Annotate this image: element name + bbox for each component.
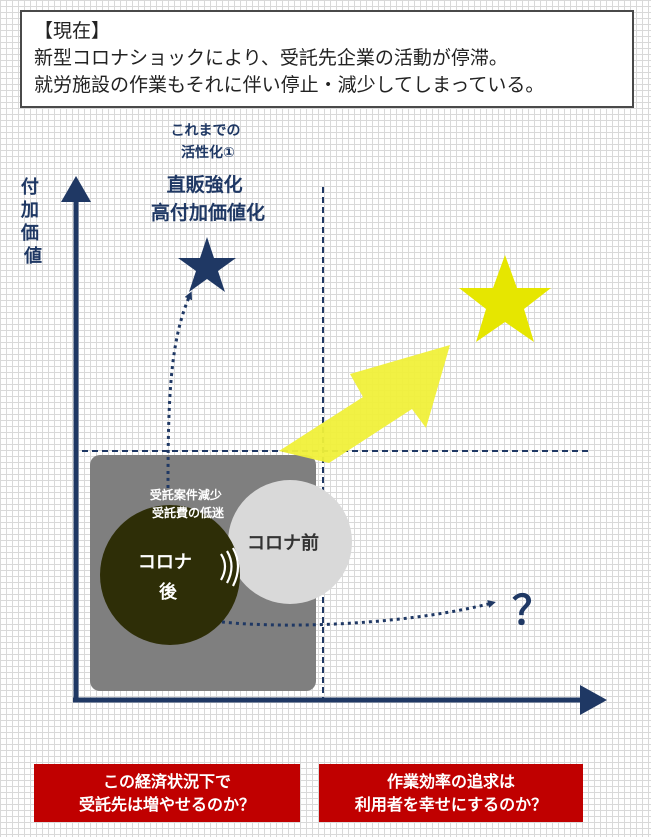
before-corona-circle [228,480,352,604]
shrink-arrow-icon [220,547,240,587]
drop-reason-label: 受託案件減少 受託費の低迷 [150,487,226,520]
growth-arrow [279,345,450,463]
question-box-2: 作業効率の追求は 利用者を幸せにするのか？ [319,764,583,822]
yellow-star-icon [459,255,551,342]
after-corona-label: コロナ 後 [138,552,198,603]
question-2-line-1: 作業効率の追求は [386,772,515,791]
x-axis-arrowhead-icon [580,685,607,715]
status-line-2: 就労施設の作業もそれに伴い停止・減少してしまっている。 [34,74,545,96]
dotted-arrow-up [166,291,193,489]
before-corona-label: コロナ前 [247,532,319,554]
past-effort-title: 直販強化 高付加価値化 [151,173,265,224]
question-1-line-2: 受託先は増やせるのか？ [78,795,255,814]
status-line-1: 新型コロナショックにより、受託先企業の活動が停滞。 [34,47,508,69]
past-effort-caption: これまでの 活性化① [171,123,246,161]
current-status-box: 【現在】 新型コロナショックにより、受託先企業の活動が停滞。 就労施設の作業もそ… [20,10,634,108]
navy-star-icon [178,237,236,292]
question-1-line-1: この経済状況下で [102,772,231,791]
y-axis-arrowhead-icon [61,176,91,202]
after-corona-circle [100,505,240,645]
y-axis-label: 付 加 価 値 [20,176,45,267]
question-2-line-2: 利用者を幸せにするのか？ [354,795,548,814]
question-mark-label: ？ [512,588,552,634]
question-box-1: この経済状況下で 受託先は増やせるのか？ [34,764,300,822]
status-heading: 【現在】 [34,20,111,42]
